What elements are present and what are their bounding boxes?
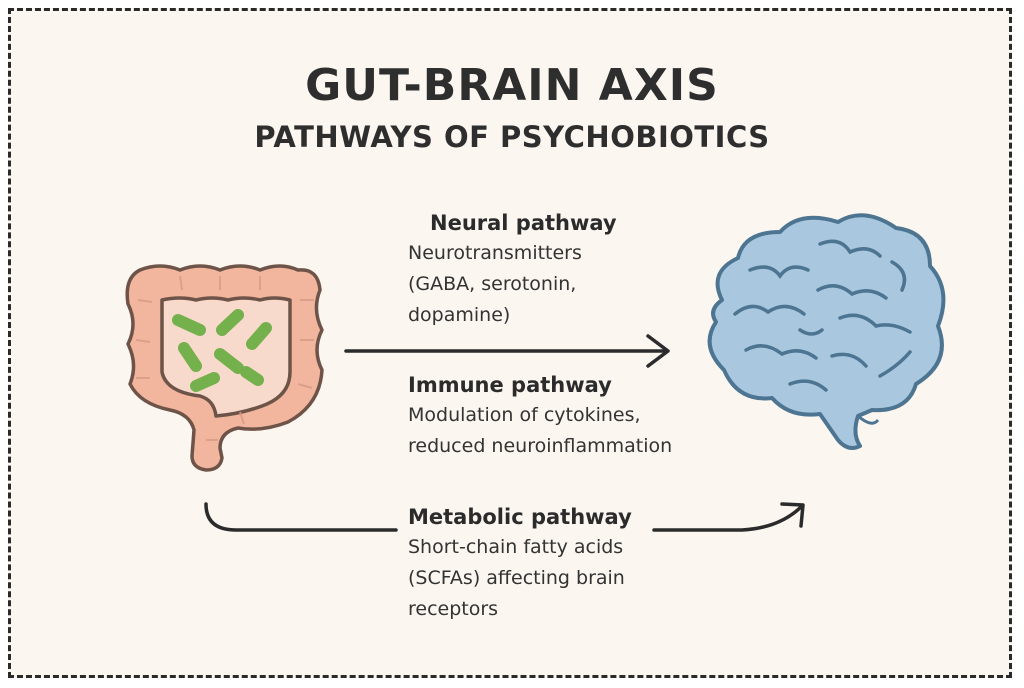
immune-pathway: Immune pathway Modulation of cytokines, … <box>408 370 672 462</box>
neural-pathway-description: Neurotransmitters (GABA, serotonin, dopa… <box>408 242 582 326</box>
intestine-icon <box>125 264 324 472</box>
neural-pathway-heading: Neural pathway <box>430 211 617 235</box>
metabolic-pathway: Metabolic pathway Short-chain fatty acid… <box>408 502 632 625</box>
metabolic-pathway-heading: Metabolic pathway <box>408 505 632 529</box>
arrow-right-icon <box>344 334 670 368</box>
diagram-subtitle: PATHWAYS OF PSYCHOBIOTICS <box>254 120 770 154</box>
curved-arrow-icon <box>204 502 805 532</box>
diagram-title: GUT-BRAIN AXIS <box>305 60 719 111</box>
brain-icon <box>707 213 946 450</box>
immune-pathway-description: Modulation of cytokines, reduced neuroin… <box>408 404 673 457</box>
bacteria-icon <box>172 309 272 392</box>
immune-pathway-heading: Immune pathway <box>408 373 612 397</box>
metabolic-pathway-description: Short-chain fatty acids (SCFAs) affectin… <box>408 536 625 620</box>
neural-pathway: Neural pathway Neurotransmitters (GABA, … <box>408 208 617 331</box>
